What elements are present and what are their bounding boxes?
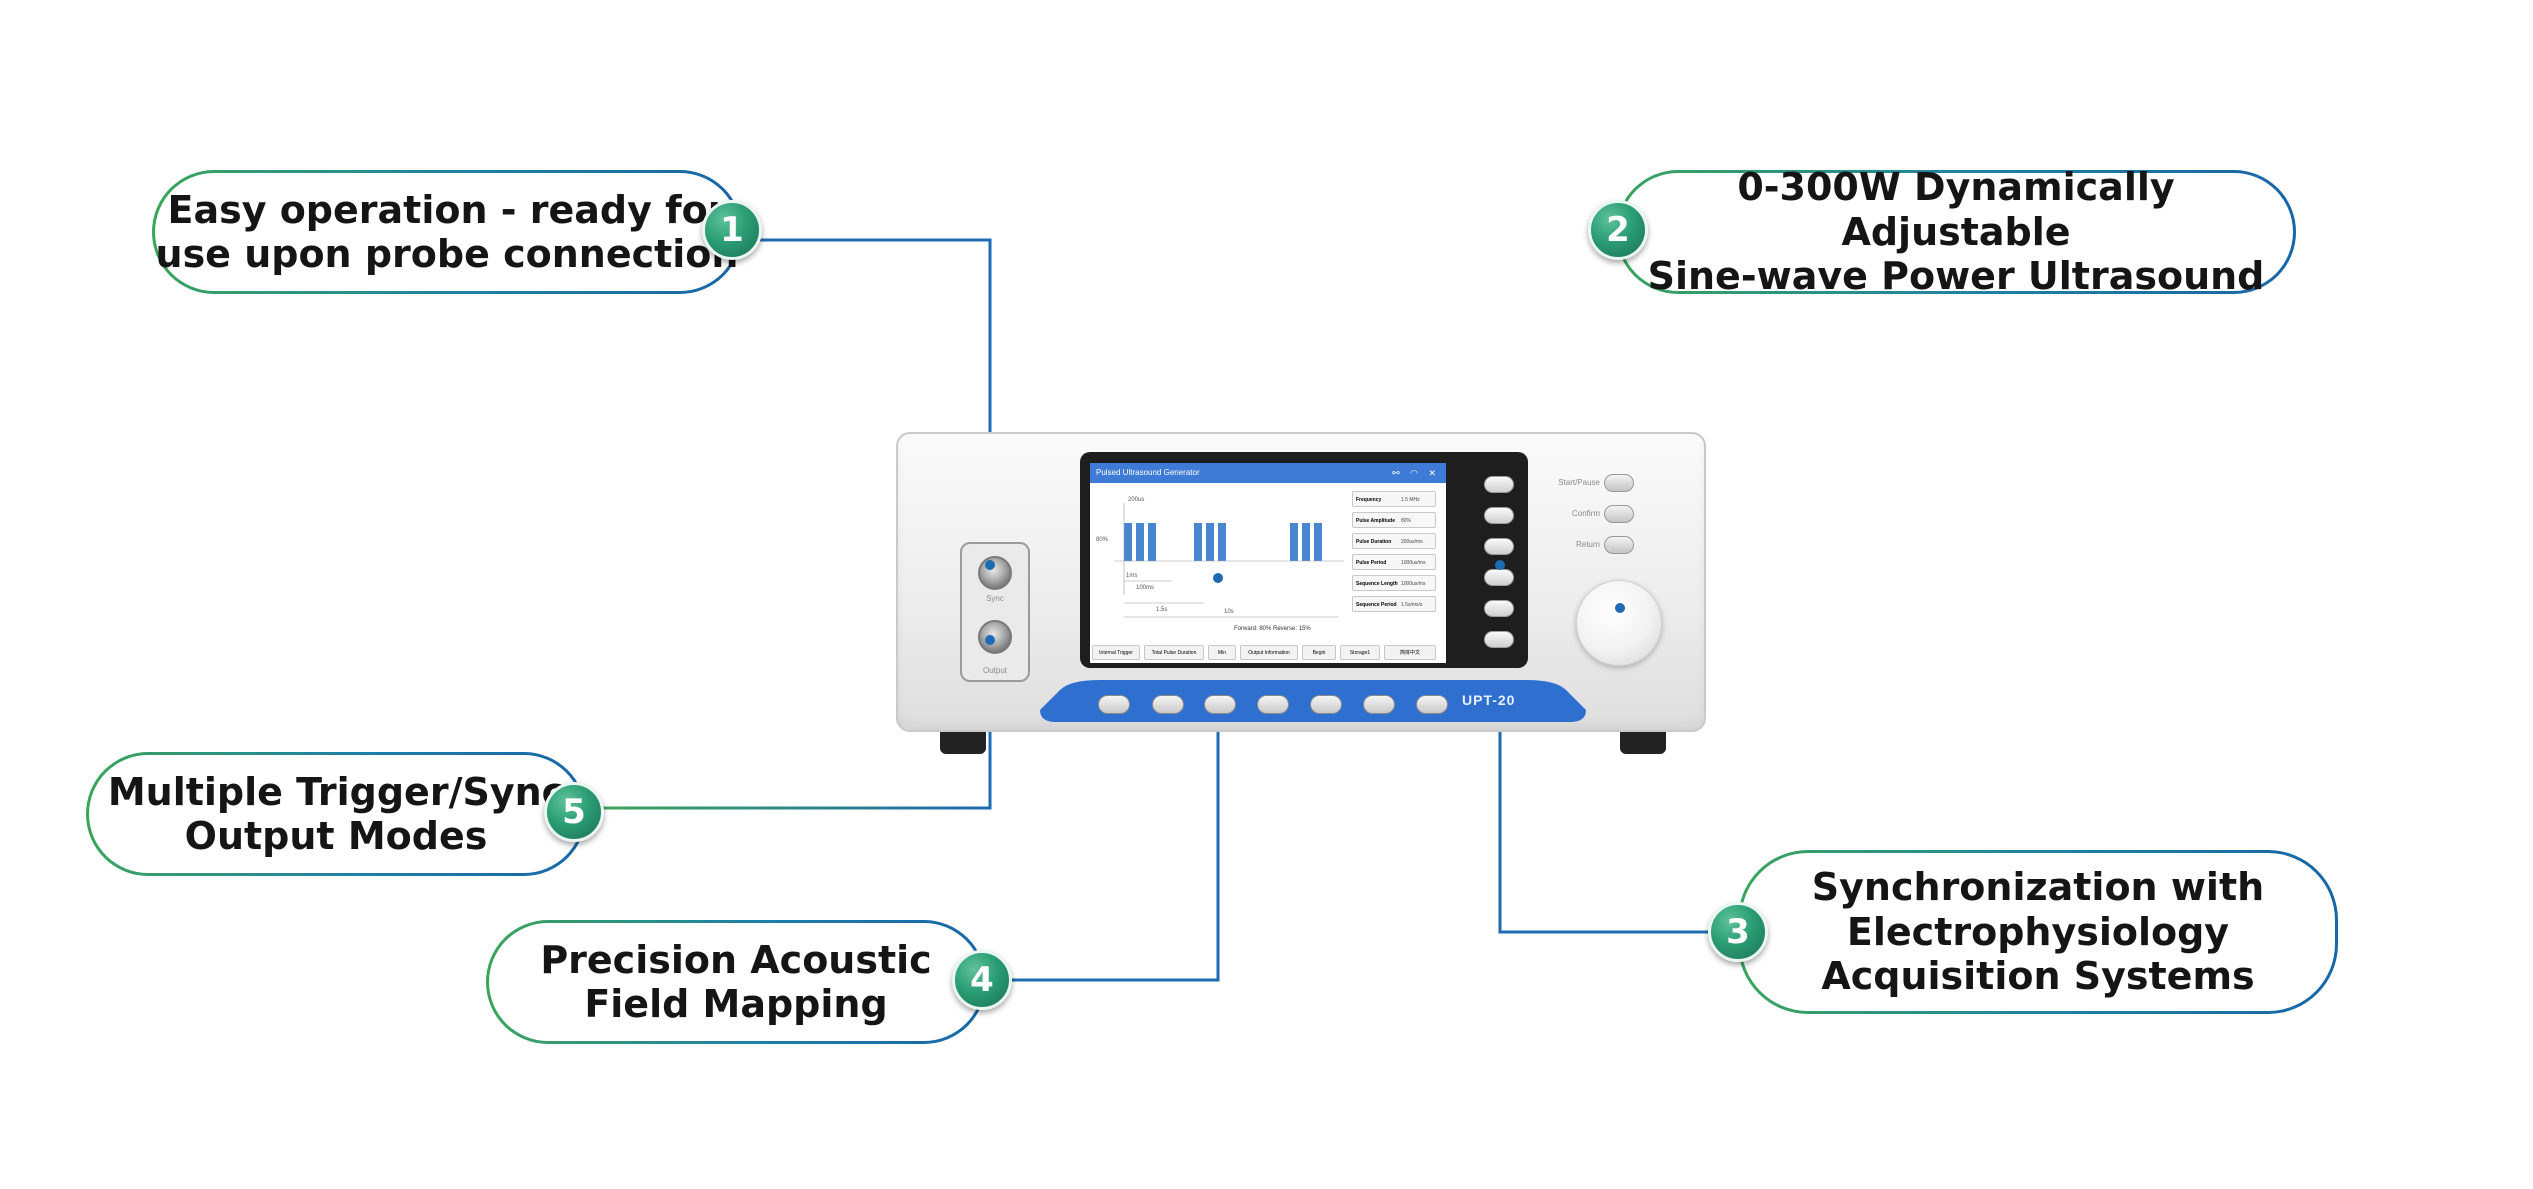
callout-1: Easy operation - ready for use upon prob… [152, 170, 742, 294]
brand-logo: UPT-20 [1462, 692, 1516, 708]
front-button-5[interactable] [1310, 695, 1342, 714]
device-foot-right [1620, 732, 1666, 754]
leader-dot-3 [1495, 560, 1505, 570]
param-pulse-amplitude[interactable]: Pulse Amplitude 80% [1352, 512, 1436, 528]
param-pulse-period-value: 1000us/ms [1401, 560, 1426, 566]
callout-2: 0-300W Dynamically Adjustable Sine-wave … [1616, 165, 2296, 298]
badge-5: 5 [544, 782, 604, 842]
label-100ms: 100ms [1136, 585, 1154, 591]
param-sequence-period[interactable]: Sequence Period 1.5s/ms/s [1352, 596, 1436, 612]
param-sequence-period-label: Sequence Period [1356, 602, 1397, 608]
leader-dot-4 [1213, 573, 1223, 583]
param-frequency-value: 1.5 MHz [1401, 497, 1420, 503]
start-pause-label: Start/Pause [1558, 478, 1600, 487]
confirm-label: Confirm [1571, 509, 1600, 518]
leader-dot-5 [985, 635, 995, 645]
btn-language[interactable]: 简体中文 [1384, 645, 1436, 660]
callout-3-text: Synchronization with Electrophysiology A… [1811, 865, 2265, 999]
btn-internal-trigger[interactable]: Internal Trigger [1092, 645, 1140, 660]
param-frequency-label: Frequency [1356, 497, 1382, 503]
front-button-3[interactable] [1204, 695, 1236, 714]
device-screen: Pulsed Ultrasound Generator ⚯ ◠ ✕ 200us … [1090, 463, 1446, 663]
sync-port[interactable] [978, 556, 1012, 590]
badge-3: 3 [1708, 902, 1768, 962]
param-pulse-amplitude-label: Pulse Amplitude [1356, 518, 1395, 524]
callout-1-text: Easy operation - ready for use upon prob… [155, 187, 739, 276]
label-1ms: 1ms [1126, 573, 1137, 579]
direction-text: Forward: 80% Reverse: 15% [1234, 626, 1311, 632]
soft-key-3[interactable] [1484, 538, 1514, 555]
label-80pct: 80% [1096, 537, 1109, 543]
callout-4-text: Precision Acoustic Field Mapping [540, 937, 932, 1026]
return-button[interactable] [1604, 536, 1634, 554]
screen-title: Pulsed Ultrasound Generator [1096, 468, 1200, 477]
btn-total-pulse-duration[interactable]: Total Pulse Duration [1144, 645, 1204, 660]
btn-begin[interactable]: Begin [1302, 645, 1336, 660]
front-button-2[interactable] [1152, 695, 1184, 714]
callout-4: Precision Acoustic Field Mapping [486, 920, 986, 1044]
soft-key-6[interactable] [1484, 631, 1514, 648]
screen-title-icons[interactable]: ⚯ ◠ ✕ [1392, 468, 1440, 478]
callout-2-text: 0-300W Dynamically Adjustable Sine-wave … [1647, 165, 2265, 299]
label-1-5s: 1.5s [1156, 607, 1167, 613]
callout-3: Synchronization with Electrophysiology A… [1738, 850, 2338, 1014]
label-200us: 200us [1128, 497, 1144, 503]
power-knob[interactable] [1576, 580, 1662, 666]
btn-storage[interactable]: Storage1 [1340, 645, 1380, 660]
confirm-button[interactable] [1604, 505, 1634, 523]
soft-key-4[interactable] [1484, 569, 1514, 586]
callout-5: Multiple Trigger/Sync Output Modes [86, 752, 586, 876]
badge-2: 2 [1588, 200, 1648, 260]
soft-key-1[interactable] [1484, 476, 1514, 493]
btn-min[interactable]: Min [1208, 645, 1236, 660]
param-pulse-duration[interactable]: Pulse Duration 200us/ms [1352, 533, 1436, 549]
sync-port-label: Sync [986, 594, 1004, 603]
param-pulse-amplitude-value: 80% [1401, 518, 1412, 524]
param-pulse-period[interactable]: Pulse Period 1000us/ms [1352, 554, 1436, 570]
front-button-7[interactable] [1416, 695, 1448, 714]
param-pulse-duration-label: Pulse Duration [1356, 539, 1392, 545]
screen-title-bar: Pulsed Ultrasound Generator ⚯ ◠ ✕ [1090, 463, 1446, 483]
btn-output-information[interactable]: Output Information [1240, 645, 1298, 660]
soft-key-2[interactable] [1484, 507, 1514, 524]
param-sequence-period-value: 1.5s/ms/s [1401, 602, 1423, 608]
param-sequence-length-value: 1000us/ms [1401, 581, 1426, 587]
front-button-4[interactable] [1257, 695, 1289, 714]
param-pulse-period-label: Pulse Period [1356, 560, 1387, 566]
param-pulse-duration-value: 200us/ms [1401, 539, 1423, 545]
leader-dot-2 [1615, 603, 1625, 613]
callout-5-text: Multiple Trigger/Sync Output Modes [107, 769, 565, 858]
param-frequency[interactable]: Frequency 1.5 MHz [1352, 491, 1436, 507]
return-label: Return [1575, 540, 1600, 549]
label-10s: 10s [1224, 609, 1234, 615]
output-port-label: Output [982, 666, 1007, 675]
output-port[interactable] [978, 620, 1012, 654]
front-button-6[interactable] [1363, 695, 1395, 714]
start-pause-button[interactable] [1604, 474, 1634, 492]
badge-1: 1 [702, 200, 762, 260]
badge-4: 4 [952, 950, 1012, 1010]
soft-key-5[interactable] [1484, 600, 1514, 617]
leader-dot-1 [985, 560, 995, 570]
pulse-waveform: 200us 80% 1ms 100ms 1.5s 10s Forward: 80… [1096, 497, 1344, 632]
front-button-1[interactable] [1098, 695, 1130, 714]
param-sequence-length-label: Sequence Length [1356, 581, 1398, 587]
device-foot-left [940, 732, 986, 754]
